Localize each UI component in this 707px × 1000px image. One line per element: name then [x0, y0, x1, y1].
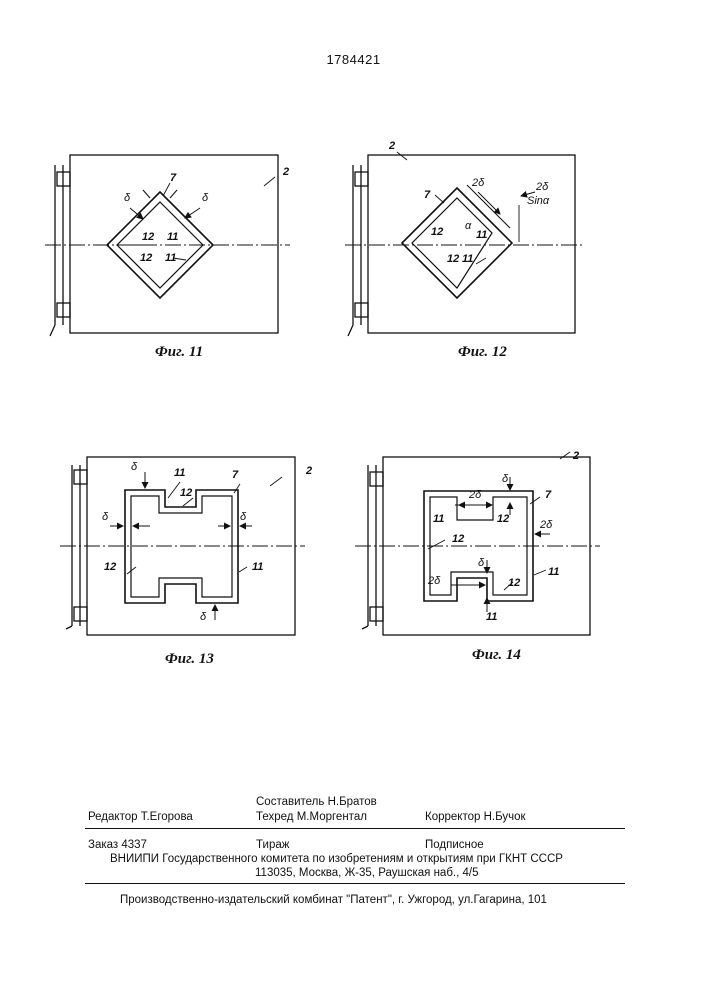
figure-14-caption: Фиг. 14 — [472, 647, 521, 664]
label-delta: δ — [478, 557, 485, 569]
footer-divider — [85, 883, 625, 884]
label-delta: δ — [102, 511, 109, 523]
label-frac-den: Sinα — [527, 195, 550, 207]
footer-divider — [85, 828, 625, 829]
label-12: 12 — [452, 533, 464, 545]
figure-labels: 2 7 δ δ 12 11 12 11 2 7 2δ 2δ Sinα 12 α … — [102, 140, 579, 623]
label-11: 11 — [174, 467, 185, 479]
footer-corrector: Корректор Н.Бучок — [425, 811, 526, 823]
figure-11 — [45, 155, 290, 336]
label-2: 2 — [305, 465, 312, 477]
footer-editor: Редактор Т.Егорова — [88, 811, 193, 823]
figure-14 — [355, 452, 600, 635]
label-12: 12 — [447, 253, 459, 265]
label-11: 11 — [252, 561, 263, 573]
label-2: 2 — [282, 166, 289, 178]
footer-order: Заказ 4337 — [88, 839, 147, 851]
label-12: 12 — [508, 577, 520, 589]
outer-diamond — [402, 188, 512, 298]
label-12: 12 — [431, 226, 443, 238]
label-delta: δ — [131, 461, 138, 473]
figure-11-caption: Фиг. 11 — [155, 344, 203, 361]
figure-12 — [345, 152, 585, 336]
inner-contour — [131, 496, 232, 597]
label-2: 2 — [388, 140, 395, 152]
label-2delta: 2δ — [471, 177, 485, 189]
label-12: 12 — [142, 231, 154, 243]
label-11: 11 — [462, 253, 473, 265]
figure-12-caption: Фиг. 12 — [458, 344, 507, 361]
label-11: 11 — [433, 513, 444, 525]
footer-techred: Техред М.Моргентал — [256, 811, 367, 823]
label-2delta: 2δ — [539, 519, 553, 531]
footer-subscription: Подписное — [425, 839, 484, 851]
label-12: 12 — [140, 252, 152, 264]
label-2delta: 2δ — [427, 575, 441, 587]
figure-13 — [60, 457, 305, 635]
footer-institute: ВНИИПИ Государственного комитета по изоб… — [110, 853, 563, 865]
label-delta: δ — [200, 611, 207, 623]
label-11: 11 — [476, 229, 487, 241]
label-12: 12 — [497, 513, 509, 525]
footer-circulation: Тираж — [256, 839, 289, 851]
label-11: 11 — [548, 566, 559, 578]
label-delta: δ — [502, 473, 509, 485]
label-2: 2 — [572, 450, 579, 462]
label-delta: δ — [124, 192, 131, 204]
label-delta: δ — [240, 511, 247, 523]
label-frac-num: 2δ — [535, 181, 549, 193]
label-7: 7 — [232, 469, 239, 481]
figure-13-caption: Фиг. 13 — [165, 651, 214, 668]
footer-address: 113035, Москва, Ж-35, Раушская наб., 4/5 — [255, 867, 478, 879]
outer-contour — [125, 490, 238, 603]
label-12: 12 — [180, 487, 192, 499]
label-alpha: α — [465, 220, 472, 232]
footer-publisher: Производственно-издательский комбинат "П… — [120, 894, 547, 906]
footer-compiler: Составитель Н.Братов — [256, 796, 377, 808]
label-delta: δ — [202, 192, 209, 204]
label-7: 7 — [424, 189, 431, 201]
label-2delta: 2δ — [468, 489, 482, 501]
label-7: 7 — [545, 489, 552, 501]
label-11: 11 — [167, 231, 178, 243]
label-11: 11 — [486, 611, 497, 623]
label-12: 12 — [104, 561, 116, 573]
label-7: 7 — [170, 172, 177, 184]
label-11: 11 — [165, 252, 176, 264]
